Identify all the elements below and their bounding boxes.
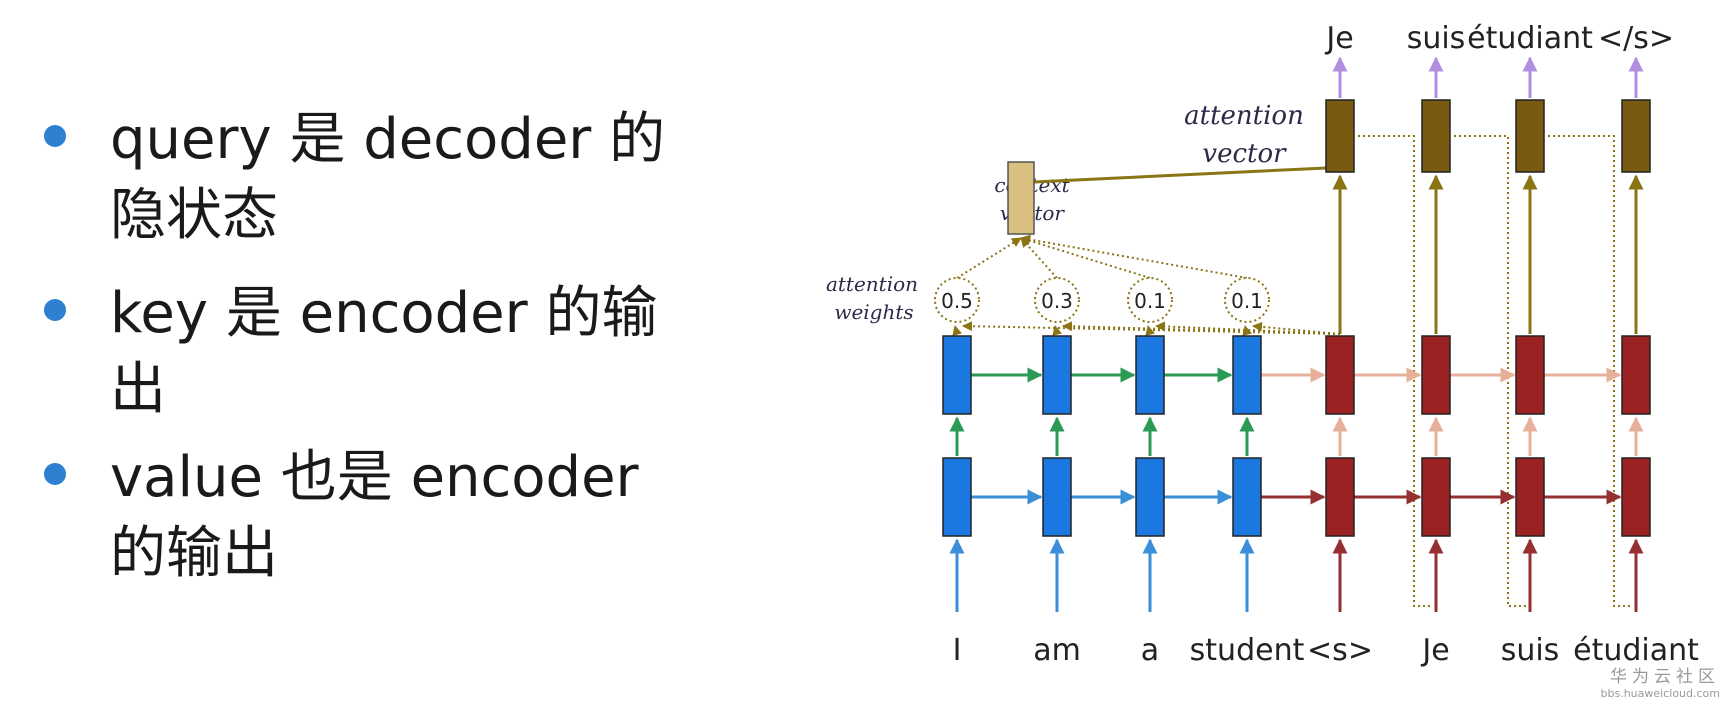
attention-vector-label: attention (1184, 101, 1304, 131)
watermark-url: bbs.huaweicloud.com (1600, 687, 1720, 700)
attention-weight-value: 0.3 (1041, 289, 1073, 313)
attention-vector-box (1421, 99, 1451, 173)
bullet-line: 隐状态 (110, 183, 278, 248)
attention-weights-label: attention (826, 272, 918, 296)
encoder-cell (1042, 335, 1072, 415)
output-word: suis (1407, 21, 1466, 56)
bullet-line: 出 (110, 357, 166, 422)
input-word: suis (1501, 633, 1560, 668)
feedback-line (1548, 135, 1632, 607)
weight-to-context-line (1020, 235, 1151, 279)
input-word: a (1141, 633, 1159, 668)
decoder-cell (1515, 457, 1545, 537)
feedback-line (1358, 135, 1432, 607)
encoder-cell (1232, 457, 1262, 537)
bullet-line: 的输出 (110, 521, 278, 586)
encoder-cell (942, 457, 972, 537)
input-word: student (1190, 633, 1305, 668)
attention-vector-label: vector (1202, 139, 1287, 169)
attention-weight-circle (934, 277, 980, 323)
watermark: 华为云社区 bbs.huaweicloud.com (1601, 667, 1720, 700)
attention-weight-circle (1127, 277, 1173, 323)
attention-weight-value: 0.5 (941, 289, 973, 313)
encoder-cell (1135, 335, 1165, 415)
weight-to-context-line (956, 237, 1022, 279)
bullet-text: key 是 encoder 的输 出 (110, 276, 730, 428)
attention-weights-label: weights (834, 300, 913, 324)
bullet-dot-icon (44, 125, 66, 147)
decoder-cell (1325, 335, 1355, 415)
output-word: étudiant (1467, 21, 1593, 56)
attention-score-line (1145, 325, 1156, 336)
bullet-text: query 是 decoder 的 隐状态 (110, 102, 730, 254)
decoder-cell (1515, 335, 1545, 415)
attention-score-line (1242, 325, 1253, 336)
bullet-dot-icon (44, 299, 66, 321)
attention-weight-circle (1034, 277, 1080, 323)
weight-to-context-line (1020, 237, 1058, 279)
input-word: <s> (1307, 633, 1373, 668)
attention-score-line (952, 325, 963, 336)
output-word: </s> (1598, 21, 1674, 56)
decoder-cell (1421, 457, 1451, 537)
attention-score-line (1252, 321, 1341, 335)
attention-vector-box (1621, 99, 1651, 173)
input-word: étudiant (1573, 633, 1699, 668)
attention-weight-value: 0.1 (1231, 289, 1263, 313)
input-word: am (1033, 633, 1081, 668)
decoder-cell (1621, 335, 1651, 415)
encoder-cell (942, 335, 972, 415)
watermark-name: 华为云社区 (1610, 667, 1720, 687)
feedback-line (1454, 135, 1526, 607)
bullet-dot-icon (44, 463, 66, 485)
bullet-text: value 也是 encoder 的输出 (110, 440, 730, 592)
attention-score-line (1052, 325, 1063, 336)
weight-to-context-line (1020, 234, 1248, 279)
attention-weight-circle (1224, 277, 1270, 323)
bullet-line: query 是 decoder 的 (110, 107, 666, 172)
output-word: Je (1324, 21, 1353, 56)
bullet-line: value 也是 encoder (110, 445, 639, 510)
encoder-cell (1135, 457, 1165, 537)
decoder-cell (1621, 457, 1651, 537)
encoder-cell (1232, 335, 1262, 415)
attention-vector-box (1515, 99, 1545, 173)
decoder-cell (1325, 457, 1355, 537)
bullet-line: key 是 encoder 的输 (110, 281, 658, 346)
attention-vector-box (1325, 99, 1355, 173)
decoder-cell (1421, 335, 1451, 415)
attention-score-line (1155, 321, 1341, 335)
context-vector-box (1007, 161, 1035, 235)
input-word: I (953, 633, 962, 668)
attention-weight-value: 0.1 (1134, 289, 1166, 313)
encoder-cell (1042, 457, 1072, 537)
input-word: Je (1420, 633, 1449, 668)
context-to-attention-line (1033, 166, 1327, 184)
